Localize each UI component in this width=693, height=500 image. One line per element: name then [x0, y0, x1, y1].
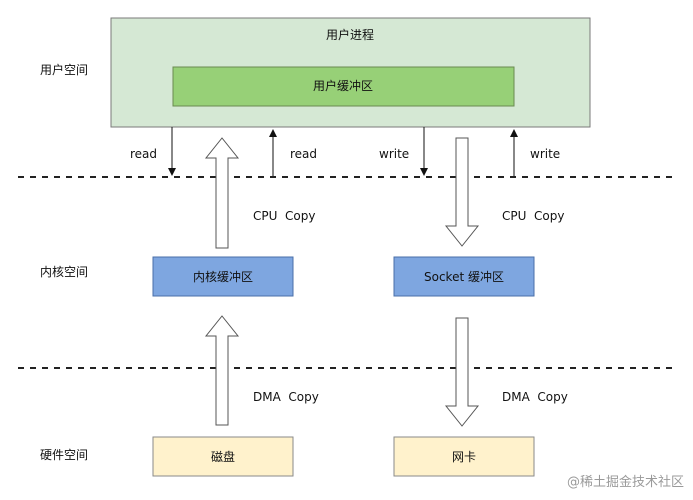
disk-label: 磁盘 [211, 449, 235, 464]
cpu-copy-up-arrow [204, 137, 240, 249]
nic-label: 网卡 [452, 450, 476, 464]
zone-label-hardware: 硬件空间 [40, 448, 88, 462]
read-label-left: read [130, 147, 157, 161]
disk-box [152, 436, 294, 477]
user-buffer-label: 用户缓冲区 [313, 78, 373, 93]
write-label-right: write [530, 147, 560, 161]
user-buffer-box [172, 66, 515, 107]
cpu-copy-down-arrow [444, 137, 480, 247]
zone-label-user: 用户空间 [40, 62, 88, 77]
socket-buffer-box [393, 256, 535, 297]
kernel-buffer-label: 内核缓冲区 [193, 269, 253, 284]
nic-box [393, 436, 535, 477]
watermark: @稀土掘金技术社区 [567, 474, 684, 490]
dma-copy-up-arrow [204, 315, 240, 426]
dma-copy-label-left: DMA Copy [253, 390, 319, 404]
socket-buffer-label: Socket 缓冲区 [424, 269, 504, 284]
zone-label-kernel: 内核空间 [40, 265, 88, 279]
read-label-right: read [290, 147, 317, 161]
kernel-buffer-box [152, 256, 294, 297]
dma-copy-label-right: DMA Copy [502, 390, 568, 404]
dma-copy-down-arrow [444, 317, 480, 427]
cpu-copy-label-left: CPU Copy [253, 209, 315, 223]
write-label-left: write [379, 147, 409, 161]
cpu-copy-label-right: CPU Copy [502, 209, 564, 223]
user-process-label: 用户进程 [326, 27, 374, 42]
